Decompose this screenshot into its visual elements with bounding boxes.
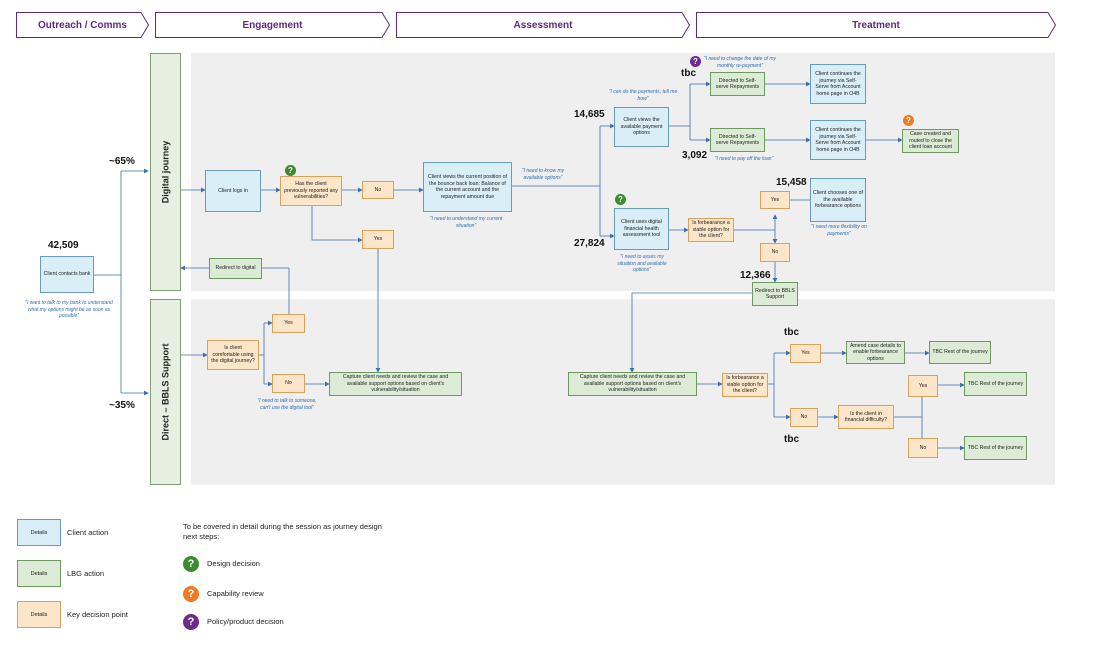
lane-label-direct: Direct – BBLS Support bbox=[150, 299, 181, 485]
amend-case-box: Amend case details to enable forbearance… bbox=[846, 341, 905, 364]
legend-lbg-action: LBG action bbox=[67, 569, 105, 578]
client-contacts-bank-box: Client contacts bank bbox=[40, 256, 94, 293]
no-decision-1: No bbox=[362, 181, 394, 199]
client-logs-in-box: Client logs in bbox=[205, 170, 261, 212]
yes-decision-3: Yes bbox=[272, 314, 305, 333]
client-views-position-box: Client views the current position of the… bbox=[423, 162, 512, 212]
case-created-box: Case created and routed to close the cli… bbox=[902, 129, 959, 153]
yes-decision-4: Yes bbox=[790, 344, 821, 363]
forbearance-viable-decision-1: Is forbearance a viable option for the c… bbox=[688, 218, 734, 242]
design-decision-icon: ? bbox=[615, 194, 626, 205]
redirect-digital-box: Redirect to digital bbox=[209, 258, 262, 279]
count-forbearance-options: 15,458 bbox=[776, 177, 807, 188]
quote-assess-situation: "I need to asses my situation and availa… bbox=[617, 254, 667, 273]
design-decision-icon: ? bbox=[285, 165, 296, 176]
capture-needs-box-2: Capture client needs and review the case… bbox=[568, 372, 697, 396]
yes-decision-5: Yes bbox=[908, 375, 938, 397]
legend-policy-decision: Policy/product decision bbox=[207, 617, 284, 626]
quote-understand-situation: "I need to understand my current situati… bbox=[429, 216, 503, 229]
count-contacts: 42,509 bbox=[48, 240, 79, 251]
health-tool-box: Client uses digital financial health ass… bbox=[614, 208, 669, 250]
phase-label: Outreach / Comms bbox=[38, 19, 127, 31]
phase-engagement: Engagement bbox=[155, 12, 391, 38]
tbc-label-bottom: tbc bbox=[784, 434, 799, 445]
count-assessment-tool: 27,824 bbox=[574, 238, 605, 249]
legend-decision-swatch: Details bbox=[17, 601, 61, 628]
financial-difficulty-decision: Is the client in financial difficulty? bbox=[838, 405, 894, 429]
share-digital: ~65% bbox=[109, 156, 135, 167]
quote-talk-to-bank: "I want to talk to my bank to understand… bbox=[25, 300, 113, 319]
continues-self-serve-box-2: Client continues the journey via Self-Se… bbox=[810, 120, 866, 160]
design-decision-icon: ? bbox=[183, 556, 199, 572]
tbc-box-1: TBC Rest of the journey bbox=[929, 341, 991, 364]
redirect-bbls-box: Redirect to BBLS Support bbox=[752, 282, 798, 306]
phase-label: Treatment bbox=[852, 19, 900, 31]
no-decision-3: No bbox=[272, 374, 305, 393]
quote-flexibility: "I need more flexibility on payments" bbox=[811, 224, 867, 237]
legend-client-swatch: Details bbox=[17, 519, 61, 546]
phase-outreach-comms: Outreach / Comms bbox=[16, 12, 150, 38]
phase-treatment: Treatment bbox=[696, 12, 1057, 38]
tbc-box-3: TBC Rest of the journey bbox=[964, 436, 1027, 460]
phase-label: Assessment bbox=[513, 19, 573, 31]
previously-reported-decision: Has the client previously reported any v… bbox=[280, 176, 342, 206]
share-direct: ~35% bbox=[109, 400, 135, 411]
policy-decision-icon: ? bbox=[690, 56, 701, 67]
phase-label: Engagement bbox=[242, 19, 303, 31]
legend-client-action: Client action bbox=[67, 528, 109, 537]
lane-label-digital: Digital journey bbox=[150, 53, 181, 291]
legend-design-decision: Design decision bbox=[207, 559, 260, 568]
chooses-forbearance-box: Client chooses one of the available forb… bbox=[810, 178, 866, 222]
count-redirect-bbls: 12,366 bbox=[740, 270, 771, 281]
capability-review-icon: ? bbox=[183, 586, 199, 602]
digital-lane-area bbox=[191, 53, 1055, 291]
no-decision-4: No bbox=[790, 408, 818, 427]
tbc-label-top: tbc bbox=[681, 68, 696, 79]
capture-needs-box-1: Capture client needs and review the case… bbox=[329, 372, 462, 396]
policy-decision-icon: ? bbox=[183, 614, 199, 630]
yes-decision-1: Yes bbox=[362, 230, 394, 249]
yes-decision-2: Yes bbox=[760, 191, 790, 209]
continues-self-serve-box-1: Client continues the journey via Self-Se… bbox=[810, 64, 866, 104]
quote-talk-to-someone: "I need to talk to someone, can't use th… bbox=[257, 398, 317, 411]
directed-self-serve-box-2: Directed to Self-serve Repayments bbox=[710, 128, 765, 152]
tbc-label-mid: tbc bbox=[784, 327, 799, 338]
count-view-payments: 14,685 bbox=[574, 109, 605, 120]
client-views-payment-options-box: Client views the available payment optio… bbox=[614, 107, 669, 147]
tbc-box-2: TBC Rest of the journey bbox=[964, 372, 1027, 396]
quote-can-do-payments: "I can do the payments, tell me how" bbox=[608, 89, 678, 102]
quote-know-options: "I need to know my available options" bbox=[521, 168, 565, 181]
comfortable-digital-decision: Is client comfortable using the digital … bbox=[207, 340, 259, 370]
directed-self-serve-box-1: Directed to Self-serve Repayments bbox=[710, 72, 765, 96]
forbearance-viable-decision-2: Is forbearance a viable option for the c… bbox=[722, 373, 768, 397]
legend-intro-text: To be covered in detail during the sessi… bbox=[183, 522, 382, 542]
phase-assessment: Assessment bbox=[396, 12, 691, 38]
quote-pay-off: "I need to pay off the loan" bbox=[714, 156, 774, 162]
legend-lbg-swatch: Details bbox=[17, 560, 61, 587]
legend-capability-review: Capability review bbox=[207, 589, 264, 598]
legend-key-decision: Key decision point bbox=[67, 610, 128, 619]
no-decision-5: No bbox=[908, 438, 938, 458]
count-paid-off: 3,092 bbox=[682, 150, 708, 161]
no-decision-2: No bbox=[760, 243, 790, 262]
quote-change-date: "I need to change the date of my monthly… bbox=[703, 56, 777, 69]
capability-review-icon: ? bbox=[903, 115, 914, 126]
